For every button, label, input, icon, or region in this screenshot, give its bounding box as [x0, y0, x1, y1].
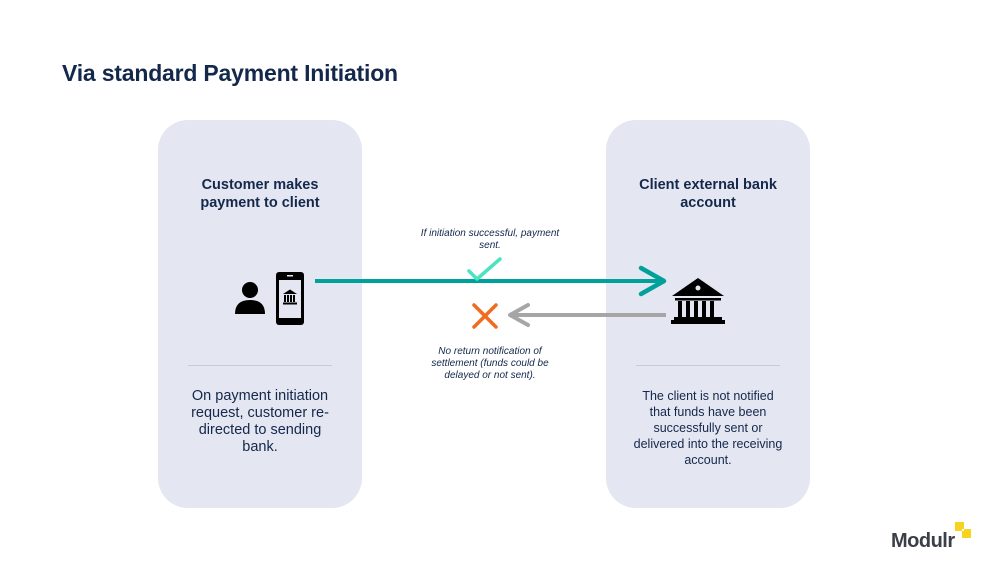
customer-card-heading: Customer makes payment to client — [200, 177, 320, 211]
return-note: No return notification of settlement (fu… — [431, 346, 549, 381]
forward-arrow — [315, 265, 667, 297]
person-icon — [235, 282, 265, 314]
page-title: Via standard Payment Initiation — [62, 60, 398, 86]
bank-account-card-heading: Client external bank account — [639, 177, 777, 211]
divider — [636, 365, 780, 366]
customer-card-description: On payment initiation request, customer … — [191, 388, 329, 455]
mobile-bank-icon — [276, 272, 304, 325]
brand-name: Modulr — [891, 530, 955, 552]
return-arrow — [508, 303, 666, 327]
cross-icon — [472, 303, 498, 329]
forward-note: If initiation successful, payment sent. — [420, 228, 560, 251]
divider — [188, 365, 332, 366]
check-icon — [467, 257, 502, 281]
bank-icon — [671, 278, 725, 324]
bank-account-card-description: The client is not notified that funds ha… — [633, 389, 783, 467]
brand-mark-icon — [955, 522, 971, 538]
